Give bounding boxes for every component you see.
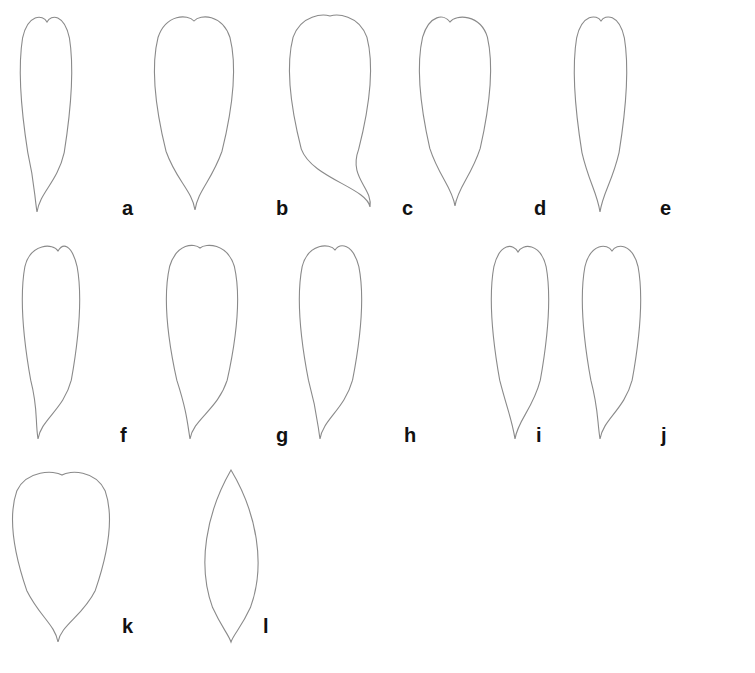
petal-outline bbox=[290, 15, 371, 207]
petal-outline bbox=[22, 246, 79, 439]
petal-outline bbox=[155, 17, 234, 210]
panel-letter: a bbox=[122, 198, 133, 218]
petal-outline bbox=[299, 246, 361, 439]
panel-letter: f bbox=[120, 425, 127, 445]
panel-letter: g bbox=[276, 425, 288, 445]
petal-outline bbox=[20, 17, 71, 212]
panel-letter: e bbox=[660, 198, 671, 218]
petal-outline bbox=[574, 17, 626, 212]
panel-letter: c bbox=[402, 198, 413, 218]
panel-letter: j bbox=[661, 425, 667, 445]
petal-outline bbox=[419, 17, 490, 206]
panel-letter: b bbox=[276, 198, 288, 218]
panel-letter: k bbox=[122, 616, 133, 636]
petal-outline bbox=[13, 472, 110, 642]
petal-outline bbox=[582, 246, 640, 439]
petal-outline bbox=[491, 246, 548, 439]
petal-outline bbox=[166, 245, 237, 439]
panel-letter: i bbox=[536, 425, 542, 445]
panel-letter: d bbox=[534, 198, 546, 218]
panel-letter: h bbox=[404, 425, 416, 445]
panel-letter: l bbox=[263, 616, 269, 636]
petal-outline bbox=[205, 470, 258, 642]
